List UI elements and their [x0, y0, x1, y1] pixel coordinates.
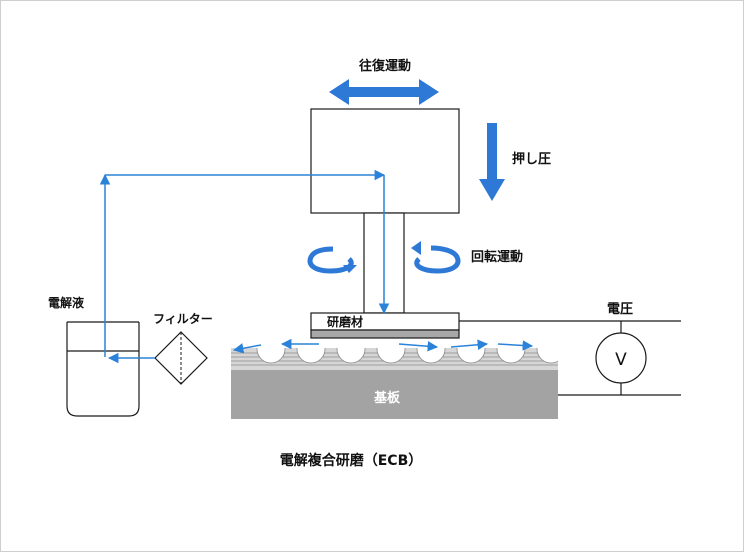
reciprocating-arrow-icon: [329, 79, 439, 105]
rotation-arrowhead-left: [343, 265, 357, 273]
substrate-block: [231, 370, 558, 419]
voltage-label: 電圧: [607, 302, 633, 317]
substrate-surface: [231, 348, 558, 370]
rotation-arrowhead-right: [411, 241, 421, 255]
electrolyte-tank: [66, 321, 140, 417]
rotational-motion-label: 回転運動: [471, 249, 523, 265]
electrolyte-label: 電解液: [48, 295, 84, 310]
substrate: 基板: [231, 348, 558, 419]
filter-label: フィルター: [153, 312, 213, 326]
electrolyte-flow: [99, 169, 534, 364]
voltmeter-symbol: V: [615, 350, 627, 370]
pressing-label: 押し圧: [512, 151, 551, 167]
head-block: [310, 108, 460, 214]
polishing-head: 研磨材: [310, 108, 460, 339]
abrasive-label: 研磨材: [327, 314, 363, 329]
voltage-wiring: [459, 320, 681, 396]
press-arrow-icon: [479, 123, 505, 201]
voltmeter-icon: V: [595, 332, 647, 384]
substrate-label: 基板: [373, 390, 401, 406]
rotation-arrow-right-icon: [414, 245, 461, 274]
abrasive-layer: [310, 329, 460, 339]
diagram-title: 電解複合研磨（ECB）: [280, 452, 423, 469]
filter-icon: [154, 331, 208, 385]
reciprocating-motion-label: 往復運動: [359, 58, 411, 74]
